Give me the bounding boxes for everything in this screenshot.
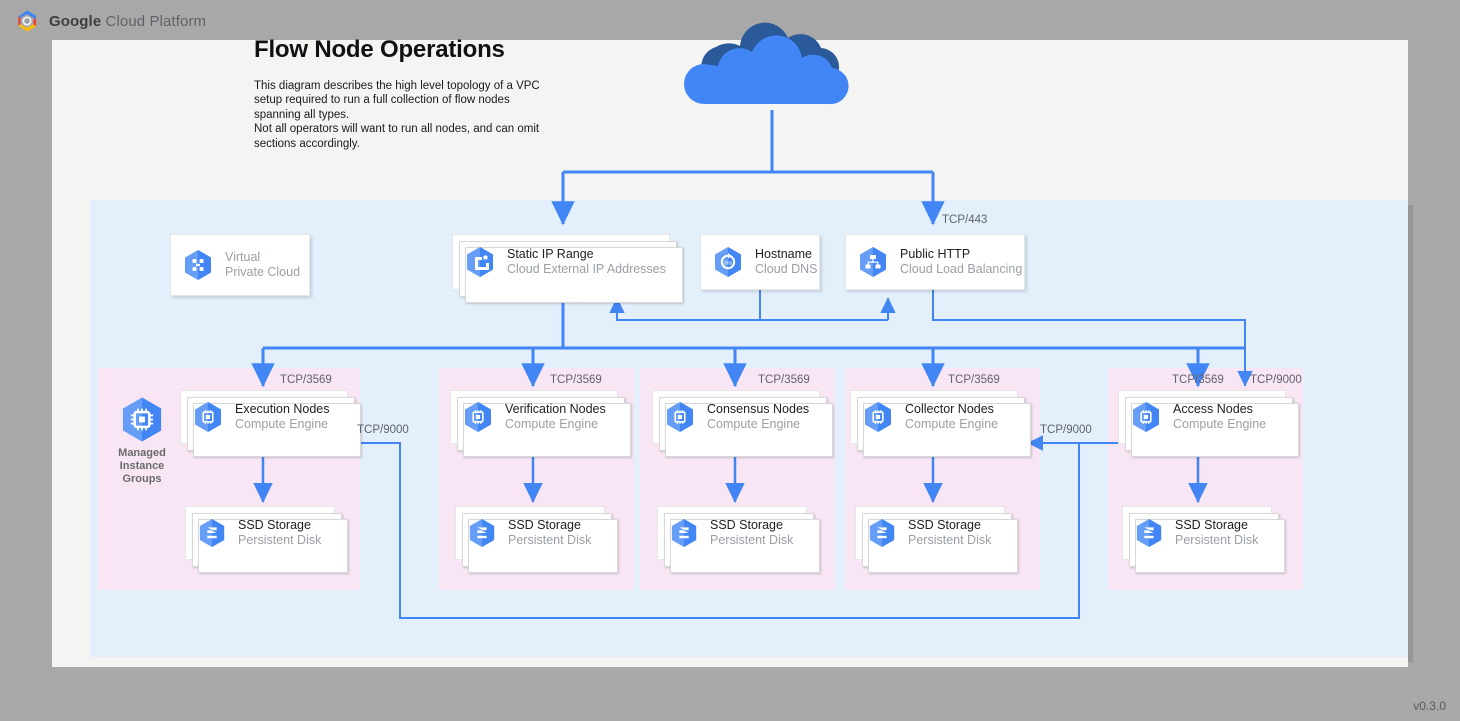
node-card-subtitle: Compute Engine bbox=[235, 417, 329, 431]
node-card-verification-nodes[interactable]: Verification Nodes Compute Engine bbox=[450, 390, 631, 457]
compute-engine-icon bbox=[465, 402, 491, 432]
managed-instance-groups: Managed Instance Groups bbox=[110, 396, 174, 486]
persistent-disk-icon bbox=[199, 519, 225, 547]
node-card-virtual-private-cloud[interactable]: Virtual Private Cloud bbox=[170, 234, 310, 296]
node-card-consensus-nodes[interactable]: Consensus Nodes Compute Engine bbox=[652, 390, 833, 457]
managed-instance-groups-label: Managed Instance Groups bbox=[118, 447, 166, 485]
storage-card-title: SSD Storage bbox=[238, 517, 311, 532]
storage-card-subtitle: Persistent Disk bbox=[908, 533, 992, 547]
diagram-description: This diagram describes the high level to… bbox=[254, 80, 540, 150]
storage-card-verification[interactable]: SSD Storage Persistent Disk bbox=[455, 506, 618, 573]
node-card-hostname[interactable]: dns Hostname Cloud DNS bbox=[700, 234, 820, 290]
node-card-title: Collector Nodes bbox=[905, 401, 994, 416]
persistent-disk-icon bbox=[671, 519, 697, 547]
storage-card-access[interactable]: SSD Storage Persistent Disk bbox=[1122, 506, 1285, 573]
node-card-title: Execution Nodes bbox=[235, 401, 330, 416]
storage-card-subtitle: Persistent Disk bbox=[238, 533, 322, 547]
edge-public-http-to-access bbox=[932, 290, 1253, 387]
node-card-subtitle: Compute Engine bbox=[505, 417, 599, 431]
storage-card-execution[interactable]: SSD Storage Persistent Disk bbox=[185, 506, 348, 573]
edge-dns-to-static-ip bbox=[609, 290, 761, 321]
compute-engine-icon bbox=[195, 402, 221, 432]
storage-card-collector[interactable]: SSD Storage Persistent Disk bbox=[855, 506, 1018, 573]
node-card-title: Static IP Range bbox=[507, 246, 594, 261]
port-label-access-ingress-9000: TCP/9000 bbox=[1250, 374, 1302, 386]
port-label-consensus-ingress: TCP/3569 bbox=[758, 374, 810, 386]
node-card-subtitle: Private Cloud bbox=[225, 265, 301, 279]
port-label-verification-ingress: TCP/3569 bbox=[550, 374, 602, 386]
node-card-access-nodes[interactable]: Access Nodes Compute Engine bbox=[1118, 390, 1299, 457]
cloud-dns-icon: dns bbox=[715, 247, 741, 277]
svg-text:dns: dns bbox=[724, 261, 733, 267]
node-card-subtitle: Compute Engine bbox=[1173, 417, 1267, 431]
google-cloud-logo-icon bbox=[18, 10, 37, 32]
port-label-collector-ingress: TCP/3569 bbox=[948, 374, 1000, 386]
external-ip-icon bbox=[467, 247, 493, 277]
node-card-title: Verification Nodes bbox=[505, 401, 606, 416]
node-card-subtitle: Cloud DNS bbox=[755, 262, 818, 276]
compute-engine-icon bbox=[667, 402, 693, 432]
node-card-collector-nodes[interactable]: Collector Nodes Compute Engine bbox=[850, 390, 1031, 457]
load-balancing-icon bbox=[860, 247, 886, 277]
node-card-subtitle: Compute Engine bbox=[707, 417, 801, 431]
node-card-title: Access Nodes bbox=[1173, 401, 1253, 416]
internet-cloud-icon bbox=[684, 22, 849, 105]
edge-access-to-execution bbox=[344, 435, 1080, 619]
compute-engine-icon bbox=[1133, 402, 1159, 432]
gcp-brand-rest: Cloud Platform bbox=[101, 12, 207, 30]
node-card-title: Public HTTP bbox=[900, 246, 971, 261]
port-label-execution-ingress: TCP/3569 bbox=[280, 374, 332, 386]
storage-card-title: SSD Storage bbox=[508, 517, 581, 532]
gcp-brand-bold: Google bbox=[49, 12, 102, 30]
port-label-lb-ingress: TCP/443 bbox=[942, 214, 988, 226]
node-card-subtitle: Cloud External IP Addresses bbox=[507, 262, 666, 276]
storage-card-subtitle: Persistent Disk bbox=[1175, 533, 1259, 547]
persistent-disk-icon bbox=[1136, 519, 1162, 547]
node-card-subtitle: Compute Engine bbox=[905, 417, 999, 431]
node-card-title: Virtual bbox=[225, 249, 261, 264]
storage-card-consensus[interactable]: SSD Storage Persistent Disk bbox=[657, 506, 820, 573]
node-card-public-http[interactable]: Public HTTP Cloud Load Balancing bbox=[845, 234, 1025, 290]
storage-card-title: SSD Storage bbox=[710, 517, 783, 532]
version-label: v0.3.0 bbox=[1413, 699, 1446, 713]
port-label-access-ingress-3569: TCP/3569 bbox=[1172, 374, 1224, 386]
page-title: Flow Node Operations bbox=[254, 36, 505, 63]
storage-card-subtitle: Persistent Disk bbox=[508, 533, 592, 547]
storage-card-title: SSD Storage bbox=[1175, 517, 1248, 532]
node-card-title: Hostname bbox=[755, 246, 812, 261]
node-card-static-ip-range[interactable]: Static IP Range Cloud External IP Addres… bbox=[452, 234, 683, 303]
port-label-access-to-collector: TCP/9000 bbox=[1040, 424, 1092, 436]
node-card-execution-nodes[interactable]: Execution Nodes Compute Engine bbox=[180, 390, 361, 457]
storage-card-subtitle: Persistent Disk bbox=[710, 533, 794, 547]
persistent-disk-icon bbox=[869, 519, 895, 547]
node-card-subtitle: Cloud Load Balancing bbox=[900, 262, 1023, 276]
gcp-brand: Google Cloud Platform bbox=[14, 8, 206, 34]
port-label-access-to-execution: TCP/9000 bbox=[357, 424, 409, 436]
compute-engine-icon bbox=[865, 402, 891, 432]
gcp-brand-text: Google Cloud Platform bbox=[49, 13, 206, 30]
node-card-title: Consensus Nodes bbox=[707, 401, 810, 416]
persistent-disk-icon bbox=[469, 519, 495, 547]
storage-card-title: SSD Storage bbox=[908, 517, 981, 532]
virtual-private-cloud-icon bbox=[185, 250, 211, 280]
managed-instance-groups-icon bbox=[122, 397, 162, 442]
